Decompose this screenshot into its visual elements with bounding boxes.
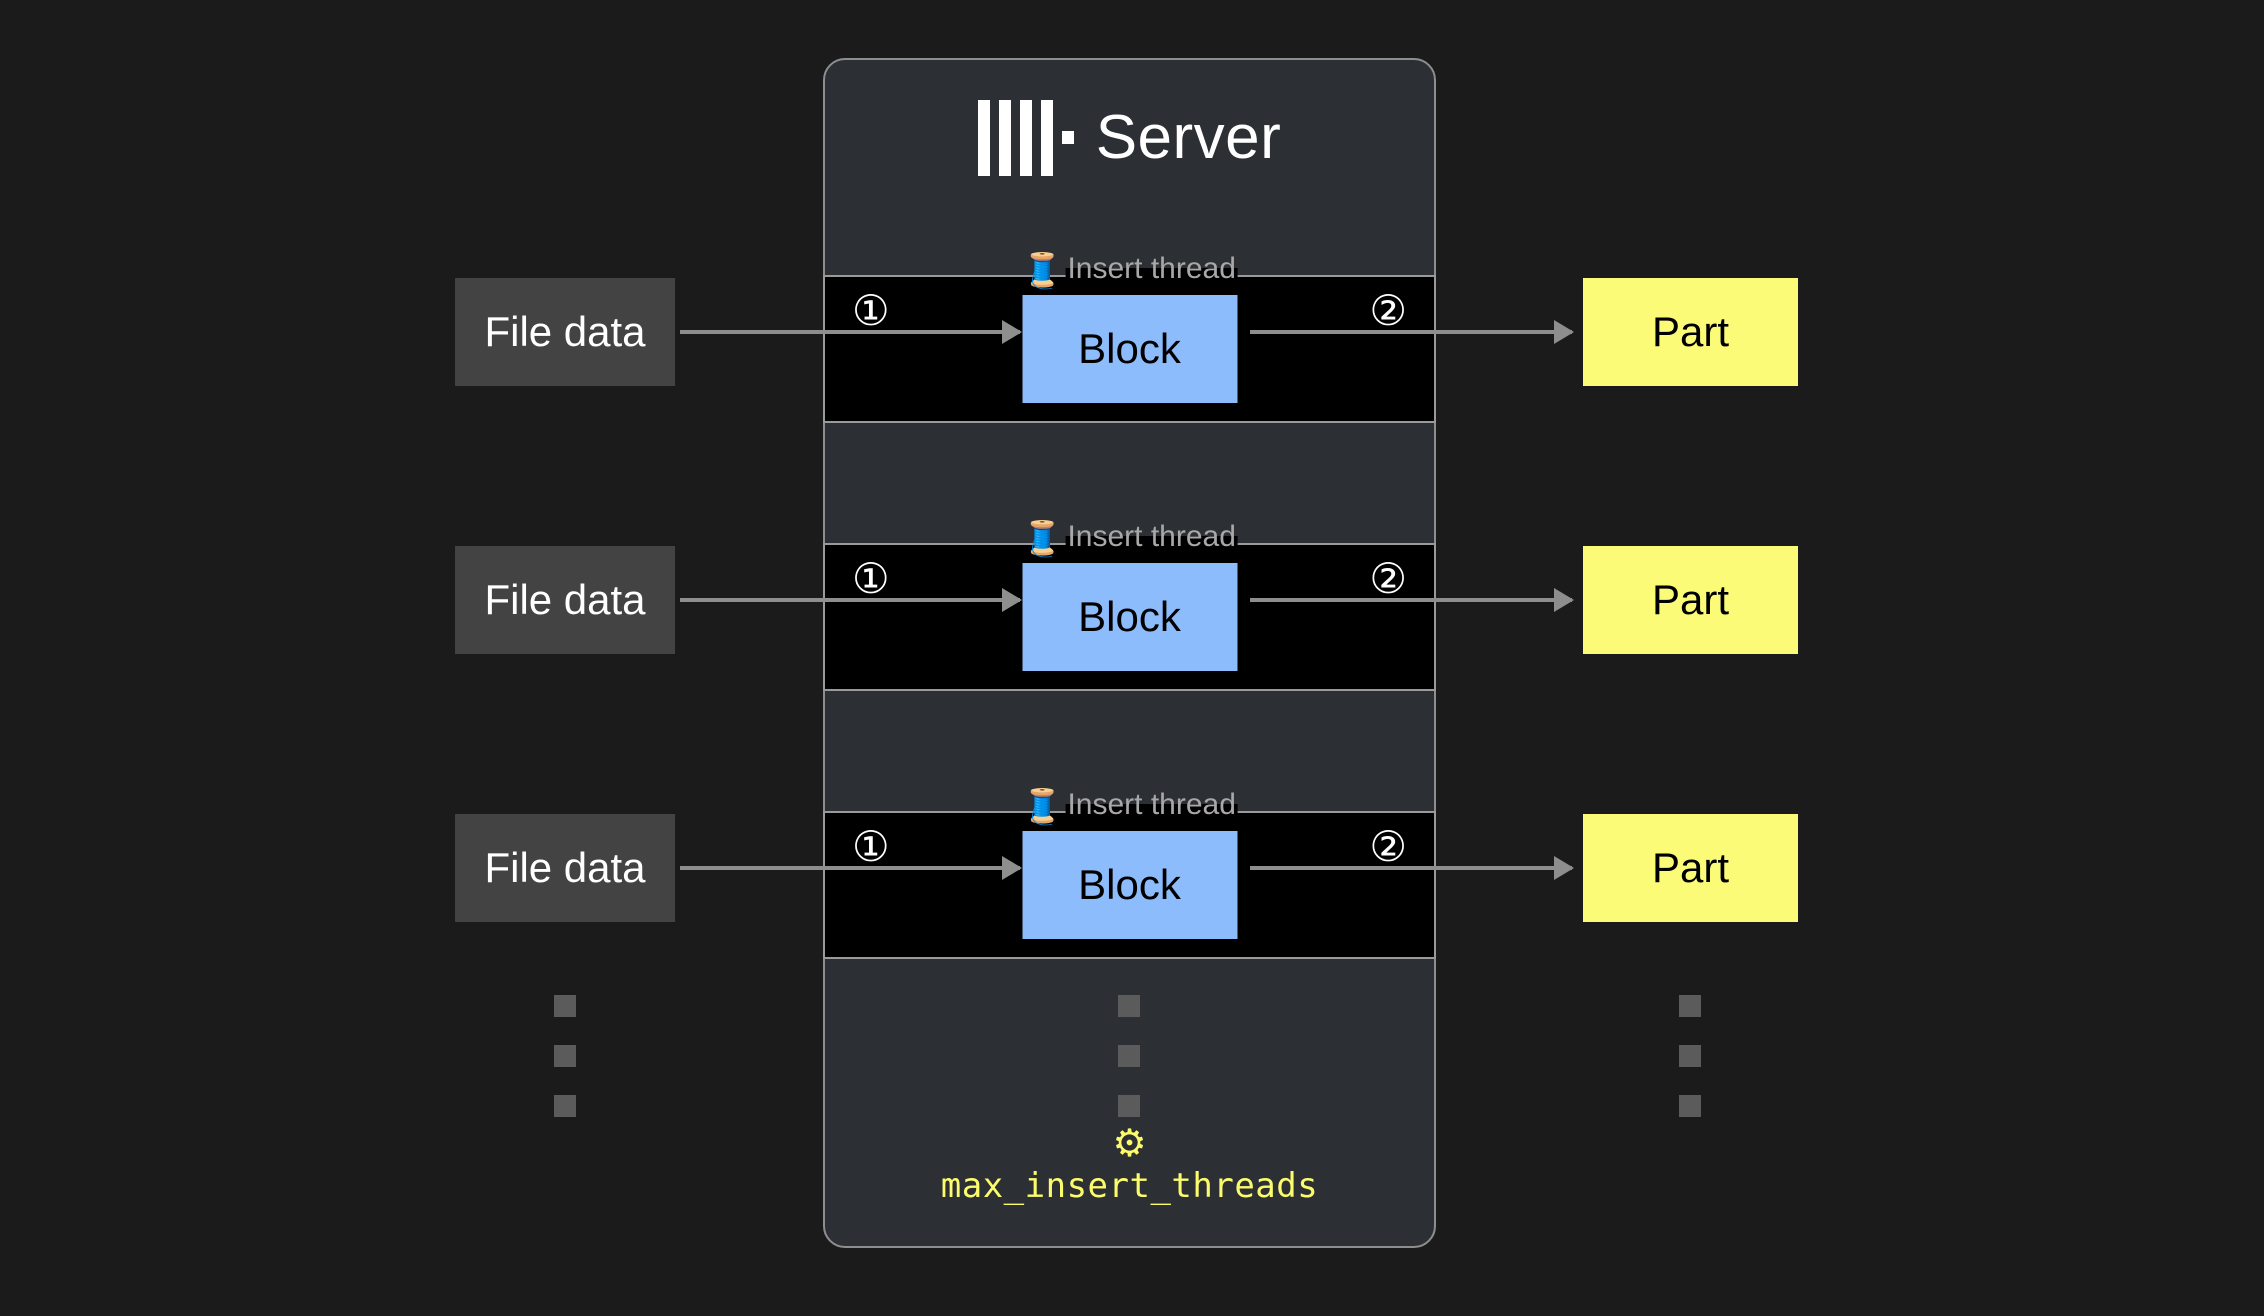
insert-thread-label-3: 🧵 Insert thread — [1021, 787, 1238, 824]
part-box-3: Part — [1583, 814, 1798, 922]
step-marker-1-in: ① — [852, 286, 890, 335]
block-label: Block — [1078, 593, 1181, 640]
block-label: Block — [1078, 325, 1181, 372]
ellipsis-square — [1118, 995, 1140, 1017]
ellipsis-square — [554, 995, 576, 1017]
gear-icon: ⚙ — [1112, 1123, 1147, 1165]
thread-spool-icon: 🧵 — [1021, 787, 1064, 826]
ellipsis-square — [1118, 1095, 1140, 1117]
logo-dot — [1061, 130, 1074, 144]
logo-bar — [998, 99, 1011, 176]
setting-name: max_insert_threads — [940, 1166, 1319, 1206]
insert-thread-label-1: 🧵 Insert thread — [1021, 251, 1238, 288]
block-label: Block — [1078, 861, 1181, 908]
arrow-block-to-part-1 — [1250, 330, 1572, 334]
thread-spool-icon: 🧵 — [1021, 251, 1064, 290]
block-box-2: Block — [1022, 563, 1237, 671]
file-data-box-3: File data — [455, 814, 675, 922]
logo-bar — [977, 99, 990, 176]
step-marker-3-in: ① — [852, 822, 890, 871]
part-label: Part — [1651, 844, 1730, 891]
part-box-1: Part — [1583, 278, 1798, 386]
file-data-box-2: File data — [455, 546, 675, 654]
logo-bar — [1019, 99, 1032, 176]
max-insert-threads-note: ⚙ max_insert_threads — [825, 1125, 1434, 1203]
arrow-block-to-part-3 — [1250, 866, 1572, 870]
insert-thread-row-1: 🧵 Insert thread ① ② Block — [823, 251, 1436, 423]
block-box-1: Block — [1022, 295, 1237, 403]
ellipsis-square — [554, 1095, 576, 1117]
step-marker-2-in: ① — [852, 554, 890, 603]
part-box-2: Part — [1583, 546, 1798, 654]
step-marker-1-out: ② — [1369, 286, 1407, 335]
clickhouse-logo-icon — [977, 99, 1074, 176]
insert-thread-text: Insert thread — [1065, 251, 1238, 288]
arrow-file-to-block-1 — [680, 330, 1020, 334]
part-label: Part — [1651, 576, 1730, 623]
file-data-label: File data — [484, 308, 646, 355]
thread-spool-icon: 🧵 — [1021, 519, 1064, 558]
ellipsis-square — [1679, 1095, 1701, 1117]
file-data-box-1: File data — [455, 278, 675, 386]
file-data-label: File data — [484, 844, 646, 891]
insert-thread-row-2: 🧵 Insert thread ① ② Block — [823, 519, 1436, 691]
ellipsis-column-left — [554, 995, 576, 1117]
ellipsis-square — [554, 1045, 576, 1067]
server-header: Server — [825, 60, 1434, 215]
block-box-3: Block — [1022, 831, 1237, 939]
ellipsis-square — [1679, 995, 1701, 1017]
insert-thread-text: Insert thread — [1065, 787, 1238, 824]
server-title: Server — [1095, 102, 1282, 172]
step-marker-3-out: ② — [1369, 822, 1407, 871]
ellipsis-square — [1679, 1045, 1701, 1067]
arrow-file-to-block-3 — [680, 866, 1020, 870]
insert-thread-text: Insert thread — [1065, 519, 1238, 556]
insert-thread-row-3: 🧵 Insert thread ① ② Block — [823, 787, 1436, 959]
ellipsis-square — [1118, 1045, 1140, 1067]
arrow-file-to-block-2 — [680, 598, 1020, 602]
insert-thread-label-2: 🧵 Insert thread — [1021, 519, 1238, 556]
step-marker-2-out: ② — [1369, 554, 1407, 603]
file-data-label: File data — [484, 576, 646, 623]
ellipsis-column-right — [1679, 995, 1701, 1117]
arrow-block-to-part-2 — [1250, 598, 1572, 602]
part-label: Part — [1651, 308, 1730, 355]
ellipsis-column-middle — [1118, 995, 1140, 1117]
logo-bar — [1040, 99, 1053, 176]
